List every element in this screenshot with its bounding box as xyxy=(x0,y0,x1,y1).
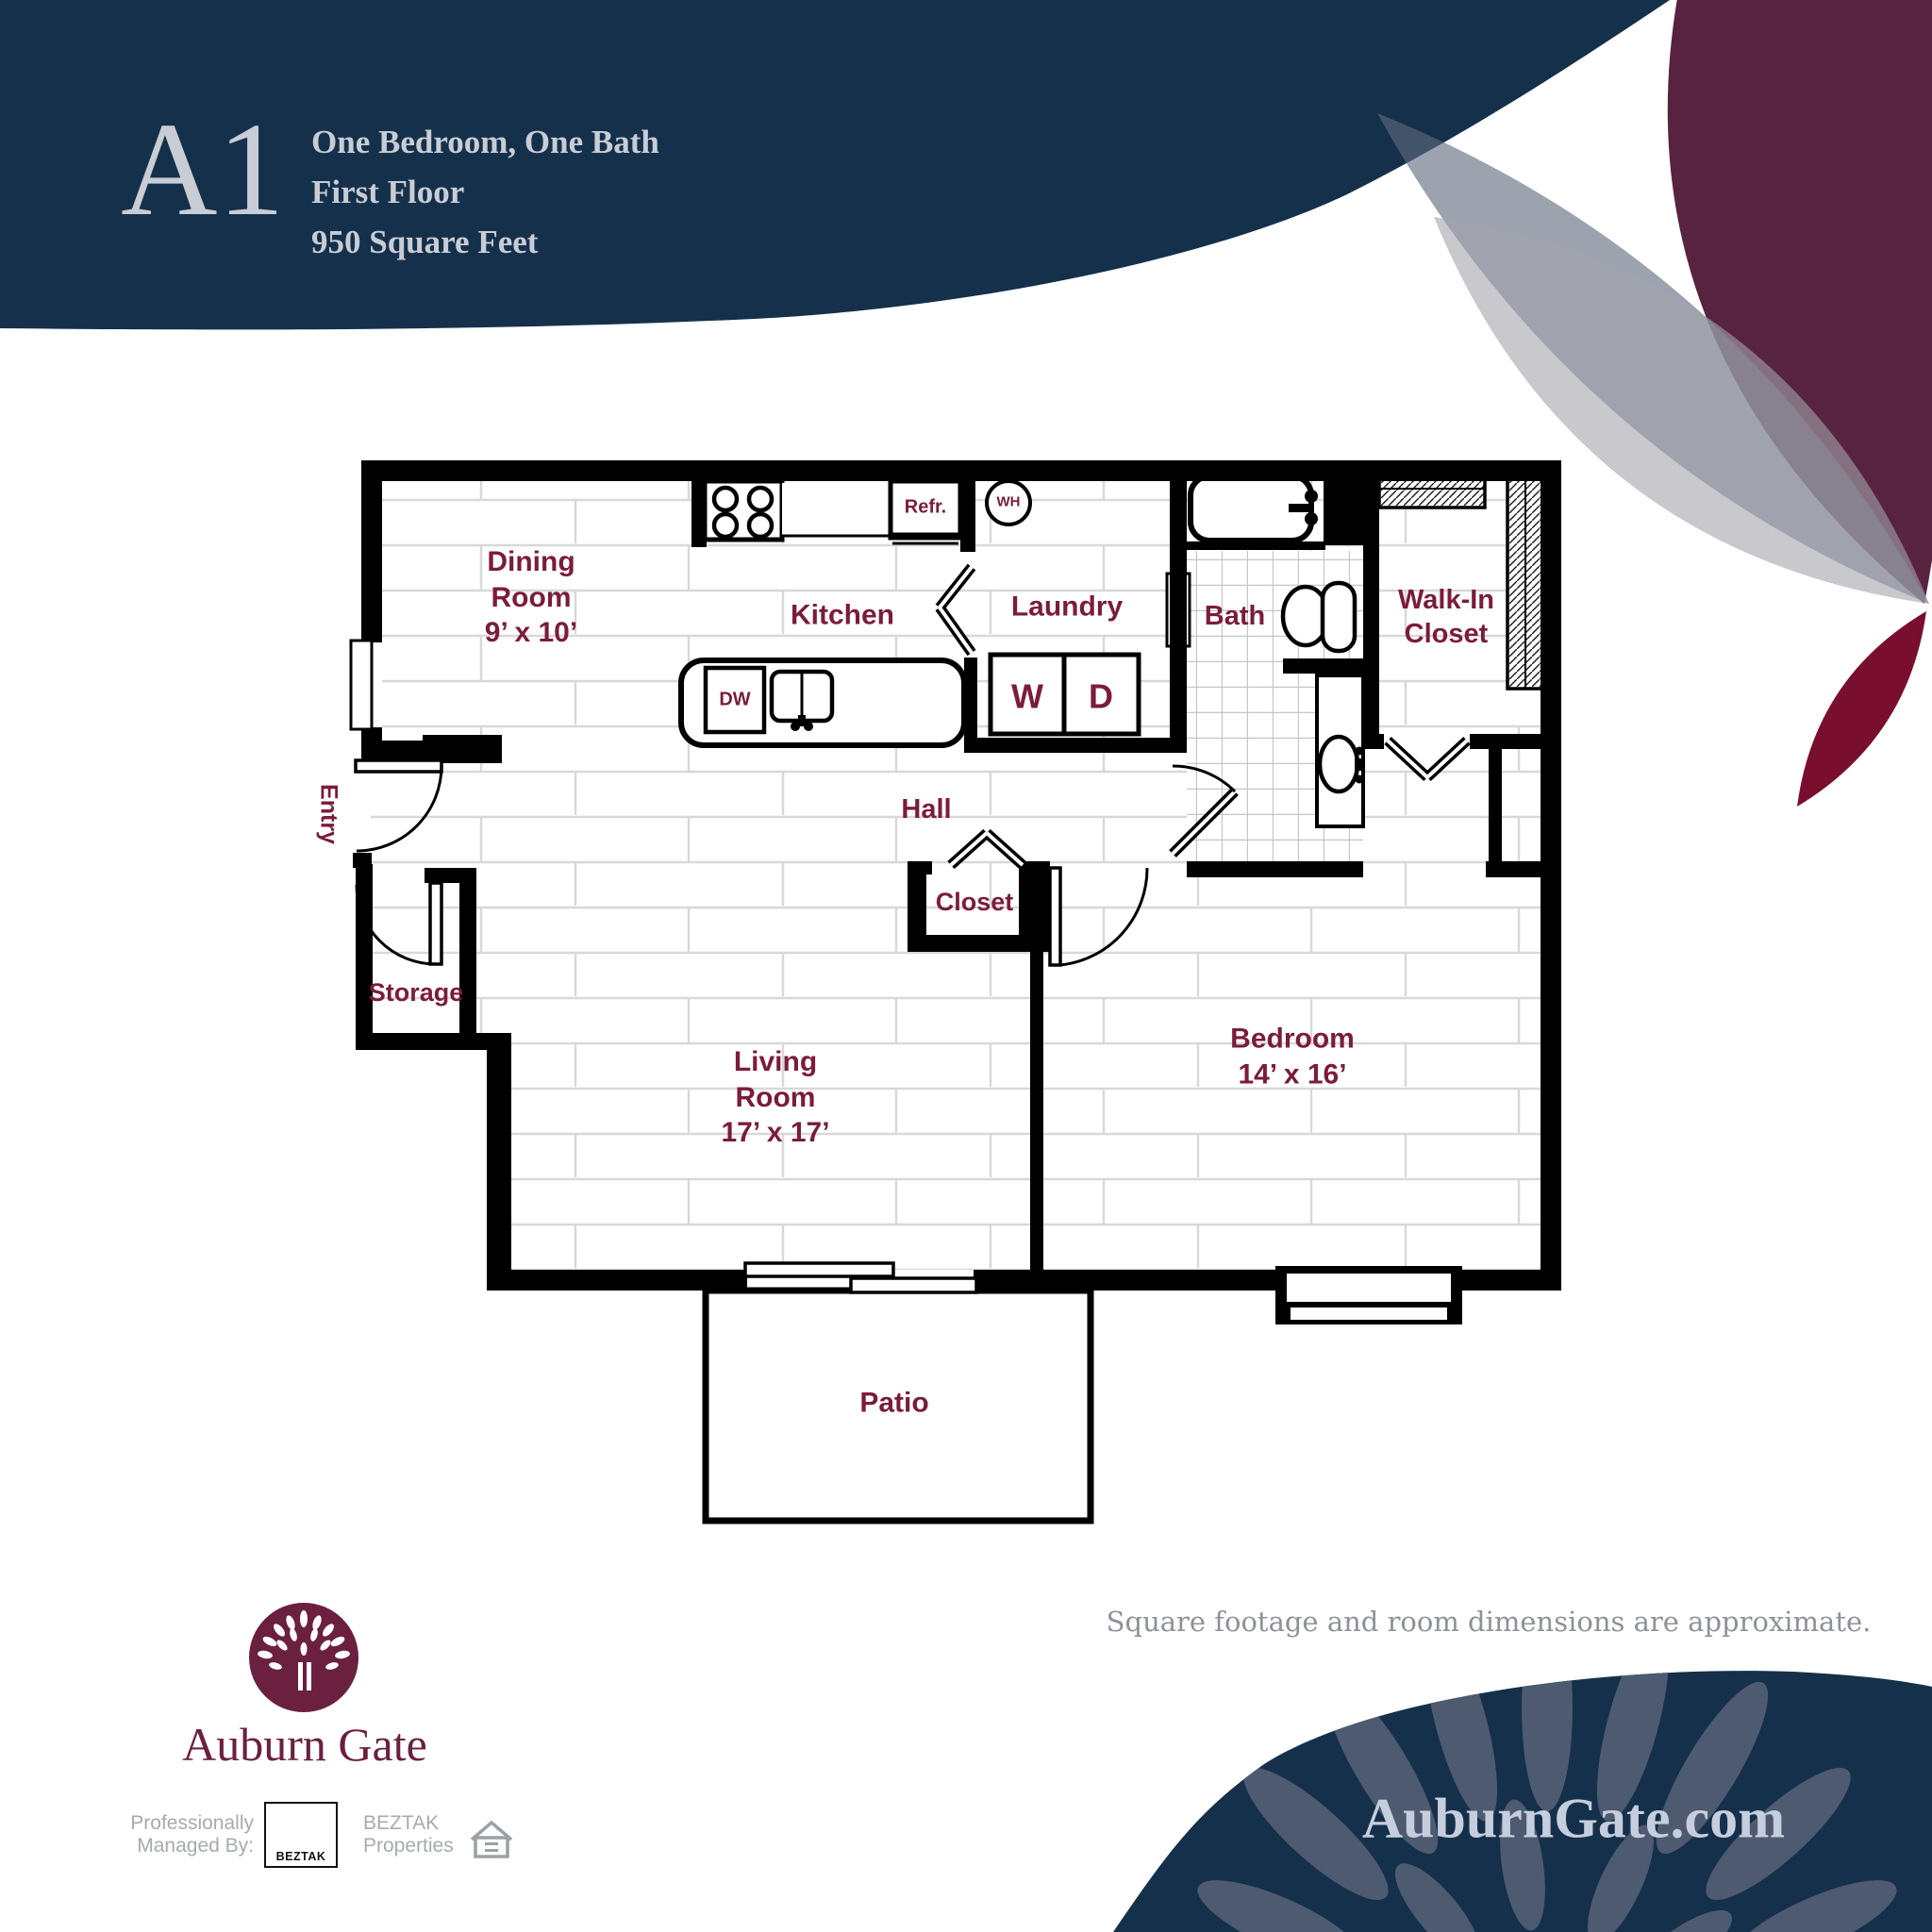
washer-label: W xyxy=(1011,676,1043,716)
entry-door xyxy=(354,758,443,853)
bathtub xyxy=(1188,474,1318,543)
laundry-label: Laundry xyxy=(1010,591,1124,623)
toilet xyxy=(1280,580,1357,654)
refrigerator xyxy=(888,478,963,545)
bath-label: Bath xyxy=(1204,600,1266,631)
plan-subtitle-line2: First Floor xyxy=(311,174,465,210)
hall-label: Hall xyxy=(901,793,952,824)
red-petal xyxy=(1797,611,1926,807)
storage-label: Storage xyxy=(368,978,464,1008)
walkin-closet-bifold-door xyxy=(1384,736,1471,782)
kitchen-label: Kitchen xyxy=(790,599,895,631)
dining-room-label: Dining Room 9’ x 10’ xyxy=(484,545,578,648)
vanity-sink xyxy=(1315,674,1365,828)
kitchen-bifold-door xyxy=(935,563,976,657)
water-heater-label: WH xyxy=(996,493,1021,510)
walkin-closet-label: Walk-In Closet xyxy=(1397,584,1495,649)
floorplan xyxy=(349,460,1561,1524)
equal-housing-icon xyxy=(470,1820,513,1858)
plan-code: A1 xyxy=(121,94,285,243)
auburn-gate-logo xyxy=(249,1603,358,1712)
kitchen-counter-top xyxy=(782,483,891,538)
washer-box xyxy=(988,652,1067,737)
dining-window xyxy=(349,639,374,731)
patio-label: Patio xyxy=(859,1387,929,1419)
storage-door xyxy=(355,881,443,966)
living-room-label: Living Room 17’ x 17’ xyxy=(721,1045,830,1148)
kitchen-sink xyxy=(769,669,835,731)
bathroom-door xyxy=(1169,764,1239,858)
website-url: AuburnGate.com xyxy=(1361,1787,1786,1850)
beztak-logo-box: BEZTAK xyxy=(264,1802,338,1868)
plum-petal xyxy=(1667,0,1932,604)
dishwasher xyxy=(703,665,767,735)
lightgray-petal xyxy=(1434,217,1929,604)
beztak-logo-text: BEZTAK xyxy=(275,1850,326,1863)
hall-closet-bifold-door xyxy=(947,828,1026,870)
footer-tree-leaves xyxy=(1197,1671,1897,1932)
beztak-properties-text: BEZTAK Properties xyxy=(363,1812,454,1857)
plan-subtitle-line3: 950 Square Feet xyxy=(311,224,539,260)
brand-name: Auburn Gate xyxy=(182,1718,427,1771)
entry-label: Entry xyxy=(315,784,342,844)
dishwasher-label: DW xyxy=(719,689,751,710)
managed-by-text: Professionally Managed By: xyxy=(130,1812,254,1857)
bedroom-window xyxy=(1275,1266,1462,1324)
disclaimer-text: Square footage and room dimensions are a… xyxy=(1106,1606,1872,1638)
bedroom-door xyxy=(1048,866,1149,967)
stove xyxy=(702,478,785,542)
patio-slider-door xyxy=(743,1261,978,1294)
closet-label: Closet xyxy=(935,888,1014,917)
bedroom-label: Bedroom 14’ x 16’ xyxy=(1230,1023,1355,1091)
footer-wave xyxy=(1113,1671,1932,1932)
header-wave xyxy=(0,0,1670,330)
refrigerator-label: Refr. xyxy=(904,496,947,518)
corner-petal-cluster xyxy=(1377,0,1932,807)
kitchen-peninsula xyxy=(678,658,967,748)
dryer-box xyxy=(1061,652,1141,737)
plan-subtitle-line1: One Bedroom, One Bath xyxy=(311,124,659,160)
plan-subtitle: One Bedroom, One Bath First Floor 950 Sq… xyxy=(311,117,659,267)
dryer-label: D xyxy=(1089,676,1113,716)
